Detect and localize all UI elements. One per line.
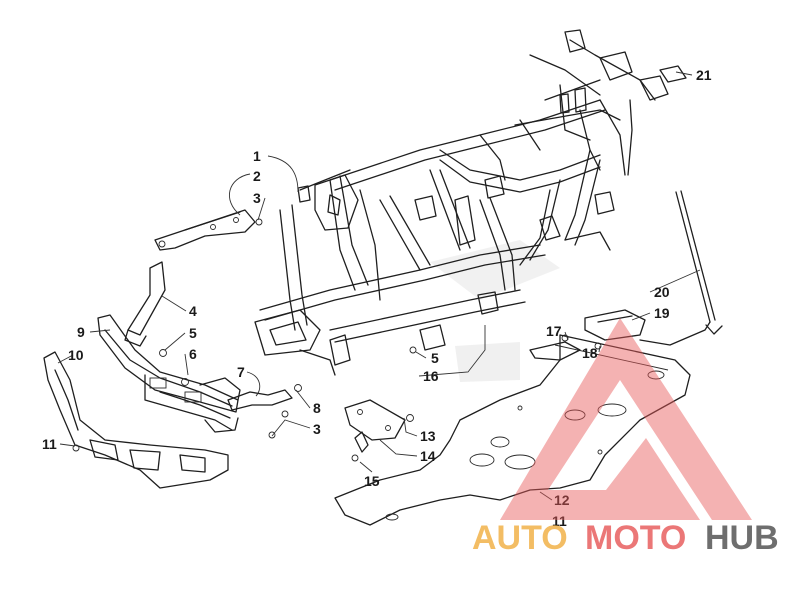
label-12: 12: [554, 492, 570, 508]
label-13: 13: [420, 428, 436, 444]
label-18: 18: [582, 345, 598, 361]
fasteners: [159, 218, 602, 462]
label-11b: 11: [552, 513, 567, 529]
label-8: 8: [313, 400, 321, 416]
support-rod: [675, 190, 723, 335]
label-17: 17: [546, 323, 562, 339]
front-bumper-outer: [43, 351, 229, 489]
leader-lines: [57, 71, 701, 501]
rubber-pad: [659, 65, 687, 83]
watermark-auto: AUTO: [472, 519, 568, 557]
watermark-logo: AUTO MOTO HUB: [472, 318, 779, 557]
label-5b: 5: [431, 350, 439, 366]
skid-plate: [334, 334, 691, 526]
label-3: 3: [253, 190, 261, 206]
label-20: 20: [654, 284, 670, 300]
label-5: 5: [189, 325, 197, 341]
front-bumper-inner: [97, 314, 241, 433]
triangle-logo-icon: [500, 318, 752, 520]
label-14: 14: [420, 448, 436, 464]
label-3b: 3: [313, 421, 321, 437]
front-upper-bracket: [154, 209, 256, 251]
front-support-post: [124, 261, 166, 347]
tube-bracket: [227, 389, 293, 411]
label-16: 16: [423, 368, 439, 384]
label-9: 9: [77, 324, 85, 340]
label-2: 2: [253, 168, 261, 184]
label-4: 4: [189, 303, 197, 319]
watermark-moto: MOTO: [585, 519, 686, 557]
label-19: 19: [654, 305, 670, 321]
label-10: 10: [68, 347, 84, 363]
label-6: 6: [189, 346, 197, 362]
label-7: 7: [237, 364, 245, 380]
watermark-hub: HUB: [705, 519, 779, 557]
label-11: 11: [42, 436, 57, 452]
label-15: 15: [364, 473, 380, 489]
main-frame: [254, 29, 669, 376]
bracket-plate: [344, 399, 406, 453]
part-labels: 1 2 3 4 5 6 7 8 3 9 10 11 5 16 13 14 15 …: [42, 67, 712, 529]
label-1: 1: [253, 148, 261, 164]
label-21: 21: [696, 67, 712, 83]
